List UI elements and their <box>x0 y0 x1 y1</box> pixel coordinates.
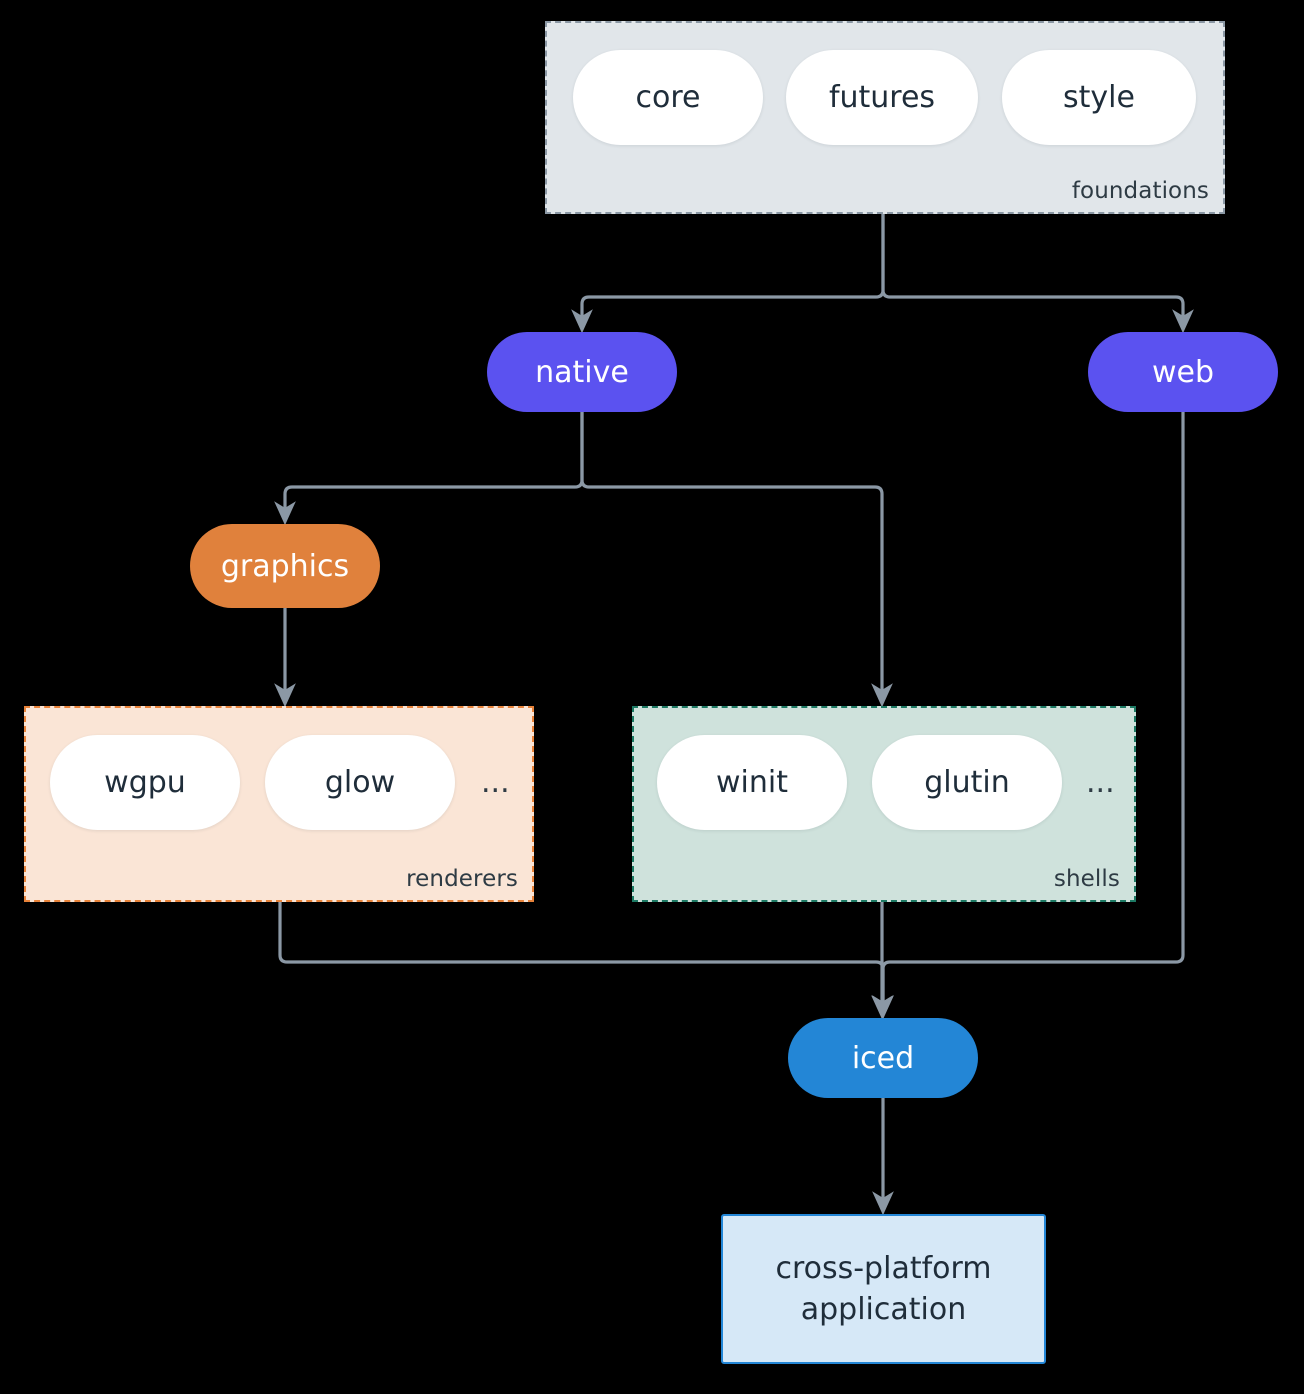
node-glutin-label: glutin <box>924 765 1010 800</box>
node-style-label: style <box>1063 80 1135 115</box>
node-futures-label: futures <box>828 80 936 115</box>
edge-renderers-to-iced <box>278 902 894 1020</box>
node-core[interactable]: core <box>573 50 763 145</box>
terminal-line-1: cross-platform <box>775 1250 992 1286</box>
node-wgpu[interactable]: wgpu <box>50 735 240 830</box>
node-graphics-label: graphics <box>220 548 350 584</box>
node-cross-platform-application[interactable]: cross-platform application <box>721 1214 1046 1364</box>
cluster-label-shells: shells <box>1053 866 1120 892</box>
node-native-label: native <box>535 354 629 390</box>
node-futures[interactable]: futures <box>786 50 978 145</box>
node-graphics[interactable]: graphics <box>190 524 380 608</box>
node-glutin[interactable]: glutin <box>872 735 1062 830</box>
cluster-label-renderers: renderers <box>406 866 518 892</box>
renderers-ellipsis: ... <box>481 765 510 800</box>
node-winit[interactable]: winit <box>657 735 847 830</box>
node-native[interactable]: native <box>487 332 677 412</box>
node-glow-label: glow <box>324 765 396 800</box>
node-web-label: web <box>1151 354 1215 390</box>
terminal-line-2: application <box>800 1292 967 1327</box>
node-wgpu-label: wgpu <box>104 765 186 800</box>
edge-native-to-shells <box>580 412 893 708</box>
node-web[interactable]: web <box>1088 332 1278 412</box>
node-glow[interactable]: glow <box>265 735 455 830</box>
node-core-label: core <box>635 80 701 115</box>
cluster-label-foundations: foundations <box>1071 178 1209 204</box>
edge-native-to-graphics <box>274 412 584 526</box>
node-iced-label: iced <box>851 1040 915 1076</box>
edge-foundations-to-web <box>881 214 1194 334</box>
node-iced[interactable]: iced <box>788 1018 978 1098</box>
edge-foundations-to-native <box>571 214 885 334</box>
node-style[interactable]: style <box>1002 50 1196 145</box>
shells-ellipsis: ... <box>1086 765 1115 800</box>
node-winit-label: winit <box>716 765 788 800</box>
